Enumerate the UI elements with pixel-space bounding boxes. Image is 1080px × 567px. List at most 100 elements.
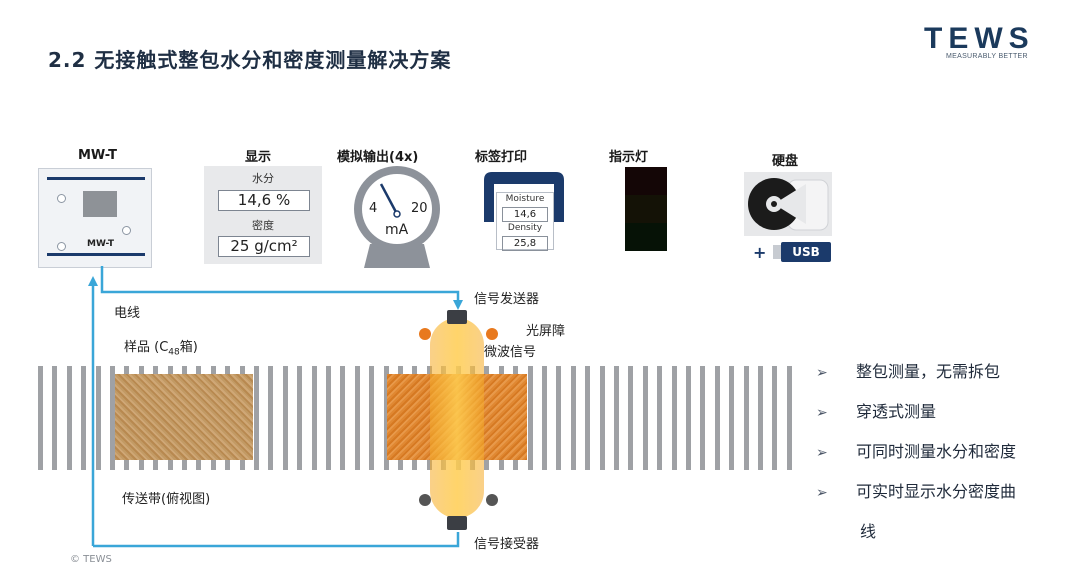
device-bottom-bar [47,253,145,256]
tews-logo: TEWS MEASURABLY BETTER [924,24,1064,68]
conveyor-slat [110,366,115,470]
conveyor-slat [787,366,792,470]
device-top-bar [47,177,145,180]
conveyor-slat [384,366,389,470]
feature-list: ➢整包测量，无需拆包 ➢穿透式测量 ➢可同时测量水分和密度 ➢可实时显示水分密度… [816,356,1066,556]
conveyor-slat [585,366,590,470]
plus-icon: + [753,243,767,262]
analog-label: 模拟输出(4x) [337,150,419,165]
conveyor-slat [268,366,273,470]
device-screen [83,191,117,217]
conveyor-slat [772,366,777,470]
arrow-bullet-icon: ➢ [816,445,828,461]
conveyor-slat [81,366,86,470]
microwave-beam [430,318,484,518]
arrow-bullet-icon: ➢ [816,485,828,501]
gauge-min: 4 [369,201,377,216]
feature-item: ➢可同时测量水分和密度 [816,442,1017,461]
device-label: MW-T [78,148,118,163]
device-screw [57,194,66,203]
conveyor-slat [340,366,345,470]
usb-connector-icon [773,245,781,259]
conveyor-slat [283,366,288,470]
mwt-device: MW-T [38,168,152,268]
disk-label: 硬盘 [772,154,799,169]
indicator-label: 指示灯 [609,150,649,165]
gauge-icon: 4 20 mA [354,166,440,268]
conveyor-label: 传送带(俯视图) [122,492,211,507]
device-screw [57,242,66,251]
conveyor-slat [556,366,561,470]
microwave-label: 微波信号 [484,345,537,360]
moisture-value: 14,6 % [218,190,310,211]
arrow-bullet-icon: ➢ [816,405,828,421]
conveyor-slat [52,366,57,470]
sample-box [115,374,253,460]
conveyor-slat [571,366,576,470]
label-moisture-caption: Moisture [505,194,545,204]
conveyor-slat [729,366,734,470]
light-barrier-dot [419,328,431,340]
label-density-value: 25,8 [502,236,548,251]
printer-label: 标签打印 [475,150,528,165]
display-panel: 水分 14,6 % 密度 25 g/cm² [204,166,322,264]
conveyor-slat [542,366,547,470]
gauge-max: 20 [411,201,428,216]
feature-item-continued: 线 [860,522,877,541]
conveyor-slat [758,366,763,470]
conveyor-slat [297,366,302,470]
usb-stick: USB [781,242,831,262]
light-barrier-dot [486,494,498,506]
sample-label: 样品 (C48箱) [124,340,198,358]
hard-disk-icon [744,172,832,236]
conveyor-slat [38,366,43,470]
conveyor-slat [657,366,662,470]
arrow-bullet-icon: ➢ [816,365,828,381]
transmitter-label: 信号发送器 [474,292,540,307]
display-label: 显示 [245,150,272,165]
feature-item: ➢整包测量，无需拆包 [816,362,1001,381]
indicator-light [625,167,667,251]
feature-item: ➢可实时显示水分密度曲 [816,482,1017,501]
conveyor-slat [700,366,705,470]
conveyor-slat [614,366,619,470]
conveyor-slat [744,366,749,470]
logo-brand: TEWS [924,22,1035,55]
conveyor-slat [67,366,72,470]
conveyor-slat [672,366,677,470]
transmitter-icon [447,310,467,324]
wire-label: 电线 [114,306,141,321]
receiver-icon [447,516,467,530]
conveyor-slat [628,366,633,470]
light-barrier-dot [486,328,498,340]
conveyor-slat [254,366,259,470]
conveyor-slat [643,366,648,470]
conveyor-slat [600,366,605,470]
moisture-caption: 水分 [252,172,274,185]
conveyor-slat [686,366,691,470]
conveyor-slat [355,366,360,470]
label-moisture-value: 14,6 [502,207,548,222]
conveyor-slat [326,366,331,470]
light-barrier-label: 光屏障 [526,324,566,339]
conveyor-slat [312,366,317,470]
light-barrier-dot [419,494,431,506]
indicator-yellow [625,195,667,223]
indicator-green [625,223,667,251]
conveyor-slat [715,366,720,470]
copyright: © TEWS [70,554,112,565]
device-panel-label: MW-T [87,239,115,249]
label-printer-icon: Moisture 14,6 Density 25,8 [482,170,566,251]
density-value: 25 g/cm² [218,236,310,257]
conveyor-slat [528,366,533,470]
conveyor-slat [96,366,101,470]
receiver-label: 信号接受器 [474,537,540,552]
logo-tagline: MEASURABLY BETTER [946,53,1028,60]
label-density-caption: Density [507,223,543,233]
density-caption: 密度 [252,219,274,232]
feature-item: ➢穿透式测量 [816,402,937,421]
page-title: 2.2 无接触式整包水分和密度测量解决方案 [48,48,452,72]
indicator-red [625,167,667,195]
gauge-unit: mA [385,222,409,238]
